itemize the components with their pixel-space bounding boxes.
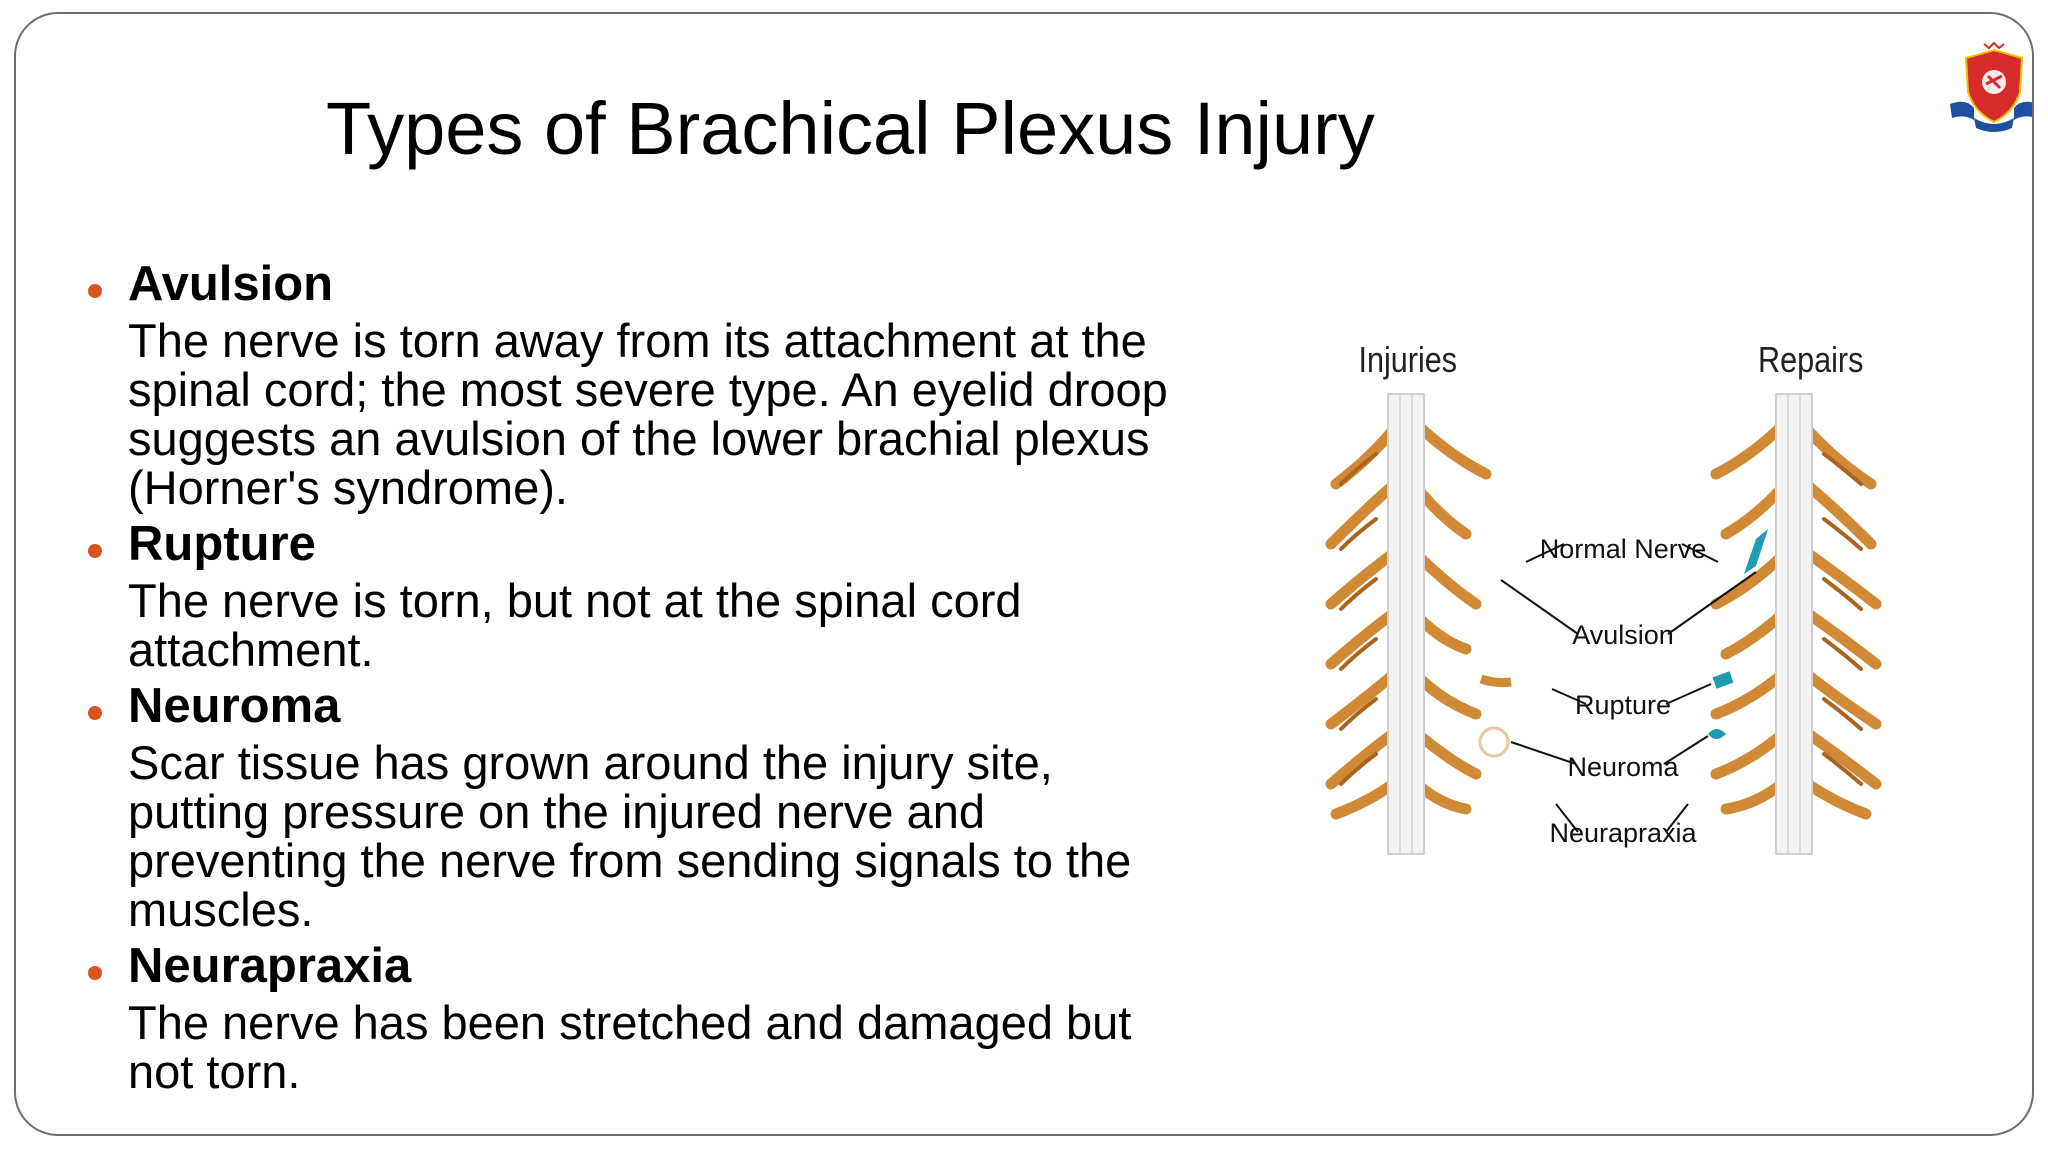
right-spinal-cord xyxy=(1775,393,1813,855)
description-line: muscles. xyxy=(128,883,314,936)
description-line: preventing the nerve from sending signal… xyxy=(128,834,1132,887)
bullet-heading: Avulsion xyxy=(128,257,334,311)
label-normal-nerve: Normal Nerve xyxy=(1540,534,1707,564)
nerve-injury-diagram: Injuries Repairs xyxy=(1316,304,1936,904)
description-line: attachment. xyxy=(128,623,374,676)
label-rupture: Rupture xyxy=(1575,690,1671,720)
label-neuroma: Neuroma xyxy=(1567,752,1679,782)
bullet-heading: Rupture xyxy=(128,517,316,571)
bullet-neurapraxia: Neurapraxia The nerve has been stretched… xyxy=(78,936,1298,1096)
repairs-heading: Repairs xyxy=(1758,341,1863,381)
bullet-heading: Neurapraxia xyxy=(128,939,412,993)
right-nerve-branches-dark xyxy=(1822,452,1863,786)
bullet-marker xyxy=(88,706,102,720)
injury-type-labels: Normal Nerve Avulsion Rupture Neuroma Ne… xyxy=(1540,534,1707,848)
injury-rupture-segment xyxy=(1479,674,1512,688)
label-leaders xyxy=(1500,543,1757,833)
bullet-avulsion: Avulsion The nerve is torn away from its… xyxy=(78,254,1298,512)
description-line: The nerve is torn, but not at the spinal… xyxy=(128,574,1022,627)
description-line: (Horner's syndrome). xyxy=(128,461,568,514)
bullet-description: The nerve is torn, but not at the spinal… xyxy=(128,576,1298,674)
bullet-marker xyxy=(88,284,102,298)
injury-markers xyxy=(1478,674,1512,758)
diagram-svg: Injuries Repairs xyxy=(1325,341,1882,855)
label-neurapraxia: Neurapraxia xyxy=(1549,818,1697,848)
bullet-marker xyxy=(88,966,102,980)
institution-logo xyxy=(1944,40,2032,140)
repair-grafts xyxy=(1708,529,1768,739)
bullet-heading: Neuroma xyxy=(128,679,341,733)
bullet-description: The nerve is torn away from its attachme… xyxy=(128,316,1298,512)
bullet-neuroma: Neuroma Scar tissue has grown around the… xyxy=(78,676,1298,934)
description-line: Scar tissue has grown around the injury … xyxy=(128,736,1053,789)
bullet-description: Scar tissue has grown around the injury … xyxy=(128,738,1298,934)
description-line: not torn. xyxy=(128,1045,301,1098)
left-spinal-cord xyxy=(1387,393,1425,855)
repair-graft-neuroma xyxy=(1708,729,1726,739)
bullet-list: Avulsion The nerve is torn away from its… xyxy=(78,254,1298,1098)
bullet-rupture: Rupture The nerve is torn, but not at th… xyxy=(78,514,1298,674)
injury-neuroma-bulb xyxy=(1478,726,1510,758)
left-nerve-branches-dark xyxy=(1339,452,1378,786)
slide: Types of Brachical Plexus Injury Avulsio… xyxy=(14,12,2034,1136)
label-avulsion: Avulsion xyxy=(1572,620,1674,650)
repair-graft-normal xyxy=(1744,529,1768,574)
repair-graft-rupture xyxy=(1712,671,1734,689)
slide-title: Types of Brachical Plexus Injury xyxy=(326,87,1375,170)
description-line: The nerve has been stretched and damaged… xyxy=(128,996,1132,1049)
description-line: putting pressure on the injured nerve an… xyxy=(128,785,986,838)
description-line: spinal cord; the most severe type. An ey… xyxy=(128,363,1168,416)
description-line: The nerve is torn away from its attachme… xyxy=(128,314,1147,367)
bullet-description: The nerve has been stretched and damaged… xyxy=(128,998,1298,1096)
description-line: suggests an avulsion of the lower brachi… xyxy=(128,412,1150,465)
bullet-marker xyxy=(88,544,102,558)
injuries-heading: Injuries xyxy=(1359,341,1458,381)
